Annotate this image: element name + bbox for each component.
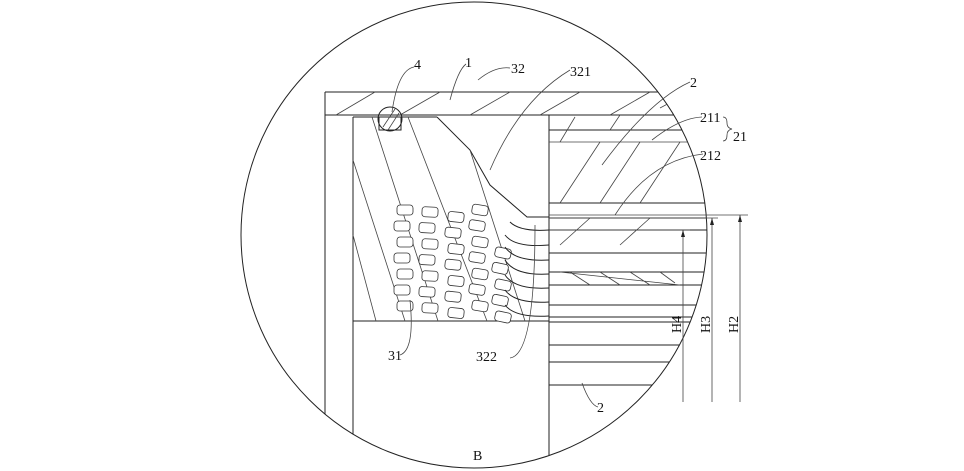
label-31: 31 [388,349,402,364]
label-2-bottom: 2 [597,401,604,416]
fiber-brick [468,219,486,232]
housing-plate [324,91,707,468]
fiber-brick [468,283,486,296]
fiber-brick [418,286,436,298]
fiber-brick [468,251,486,264]
label-1: 1 [465,56,472,71]
label-32: 32 [511,62,525,77]
fiber-brick [421,238,439,250]
label-21: 21 [733,130,747,145]
label-322: 322 [476,350,497,365]
fiber-brick [421,270,439,282]
label-211: 211 [700,111,720,126]
label-212: 212 [700,149,721,164]
fiber-brick [418,254,436,266]
fiber-brick [421,206,439,218]
fiber-brick [471,203,489,217]
detail-circle [240,1,708,469]
label-2-top: 2 [690,76,697,91]
fiber-brick [396,300,414,312]
ring-4 [377,106,403,132]
fiber-brick [471,235,489,249]
fiber-brick [447,275,465,287]
fiber-brick [393,252,411,264]
fiber-brick [393,220,411,232]
fiber-brick [491,261,509,275]
fiber-brick [494,246,512,260]
fiber-brick [471,299,489,313]
fiber-brick [444,290,462,303]
fiber-brick [447,307,465,319]
fiber-brick [418,222,436,234]
fiber-brick [396,268,414,280]
fiber-brick [396,204,414,216]
hatched-layer [559,271,681,286]
fiber-brick [447,243,465,255]
fiber-brick [494,278,512,292]
label-h3: H3 [699,316,714,333]
fiber-brick [396,236,414,248]
section-drawing [324,91,707,468]
fiber-brick [471,267,489,281]
label-h2: H2 [727,316,742,333]
lip-fibers [504,221,550,317]
fiber-brick [444,226,462,239]
leader-lines [391,63,733,408]
fiber-brick [494,310,512,324]
fiber-brick [447,211,465,223]
chamfer-edge [436,116,549,218]
dimension-lines [549,214,748,402]
brace-21 [722,116,733,142]
fiber-brick [444,258,462,271]
label-h4: H4 [670,316,685,333]
fiber-brick [491,293,509,307]
fiber-brick [393,284,411,296]
fiber-bricks [393,203,512,324]
fiber-brick [421,302,439,314]
label-4: 4 [414,58,421,73]
figure-caption: B [473,449,482,464]
label-321: 321 [570,65,591,80]
